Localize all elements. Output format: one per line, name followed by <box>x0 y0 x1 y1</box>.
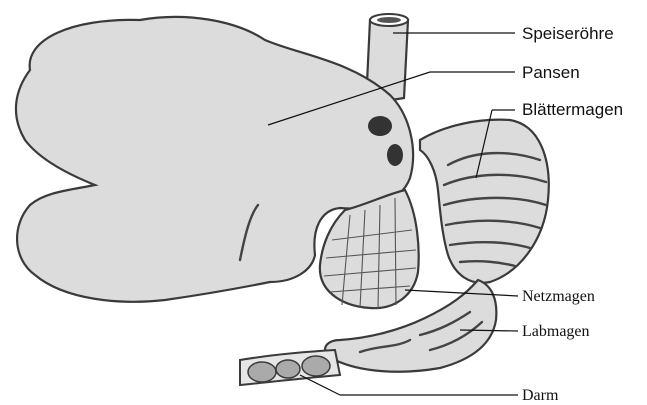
intestine-shape <box>240 350 340 385</box>
label-blaettermagen: Blättermagen <box>522 100 623 119</box>
label-netzmagen: Netzmagen <box>522 288 595 305</box>
label-darm: Darm <box>522 387 559 404</box>
label-pansen: Pansen <box>522 63 580 82</box>
rumen-opening-2 <box>387 144 403 166</box>
darm-leader <box>300 375 340 395</box>
rumen-opening-1 <box>368 116 392 136</box>
label-speiseroehre: Speiseröhre <box>522 24 614 43</box>
label-labmagen: Labmagen <box>522 323 590 340</box>
